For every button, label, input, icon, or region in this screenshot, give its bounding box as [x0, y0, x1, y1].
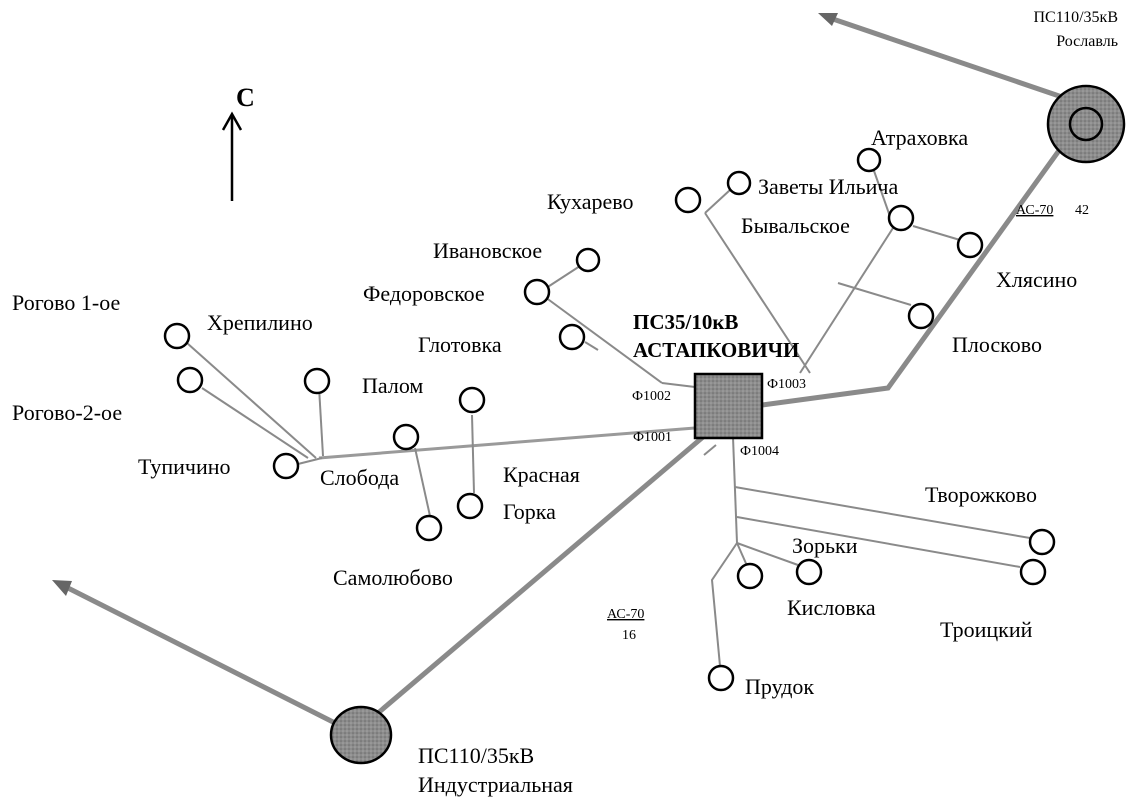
- node-tvorozhkovo[interactable]: [1028, 528, 1056, 556]
- north-label: С: [236, 83, 255, 112]
- label-palom: Палом: [362, 373, 423, 398]
- arrow-to-roslavl-icon: [818, 13, 838, 26]
- feeder-label-f1003: Ф1003: [767, 377, 806, 392]
- node-samolyubovo[interactable]: [415, 514, 443, 542]
- label-atrakhovka: Атраховка: [871, 125, 968, 150]
- main-substation[interactable]: [693, 372, 764, 440]
- node-kislovka[interactable]: [736, 562, 764, 590]
- label-gorka: Горка: [503, 499, 556, 524]
- node-kukharevo[interactable]: [674, 186, 702, 214]
- branch-glotovka: [584, 341, 599, 351]
- node-ploskovo[interactable]: [907, 302, 935, 330]
- feeder-line-f1002: [544, 296, 663, 384]
- feeder-line-f1004: [732, 436, 738, 544]
- industrial-label-line2: Индустриальная: [418, 772, 573, 797]
- node-krasnaya-gorka[interactable]: [456, 492, 484, 520]
- node-troitsky[interactable]: [1019, 558, 1047, 586]
- substation-icon: [693, 372, 764, 440]
- cable-sw-length: 16: [622, 628, 636, 643]
- industrial-label-line1: ПС110/35кВ: [418, 743, 534, 768]
- branch-tupichino: [297, 457, 323, 465]
- node-zavety[interactable]: [726, 170, 752, 196]
- label-fedorovskoe: Федоровское: [363, 281, 485, 306]
- trunk-line-northeast: [761, 143, 1066, 408]
- branch-kukharevo: [704, 212, 811, 374]
- feeder-line-f1002-end: [661, 382, 696, 388]
- node-rogovo2[interactable]: [176, 366, 204, 394]
- branch-krasnaya-gorka: [471, 414, 475, 494]
- node-sloboda-node[interactable]: [392, 423, 420, 451]
- roslavl-label-line1: ПС110/35кВ: [1033, 9, 1118, 26]
- substation-roslavl-icon: [1046, 84, 1126, 164]
- label-samolyubovo: Самолюбово: [333, 565, 453, 590]
- distribution-lines: [186, 167, 1031, 667]
- cable-sw-type: АС-70: [607, 607, 644, 622]
- line-to-roslavl: [829, 15, 1066, 101]
- roslavl-label-line2: Рославль: [1056, 33, 1118, 50]
- branch-zorki: [736, 542, 799, 566]
- label-rogovo2: Рогово-2-ое: [12, 400, 122, 425]
- node-fedorovskoe[interactable]: [523, 278, 551, 306]
- branch-samolyubovo: [414, 447, 431, 517]
- label-byvalskoe: Бывальское: [741, 213, 850, 238]
- node-palom[interactable]: [458, 386, 486, 414]
- village-nodes: [163, 147, 1056, 692]
- branch-zavety: [704, 189, 731, 214]
- label-kukharevo: Кухарево: [547, 189, 634, 214]
- node-tupichino[interactable]: [272, 452, 300, 480]
- branch-rogovo2: [201, 387, 309, 459]
- feeder-label-f1002: Ф1002: [632, 389, 671, 404]
- node-atrakhovka[interactable]: [856, 147, 882, 173]
- label-rogovo1: Рогово 1-ое: [12, 290, 120, 315]
- substation-name-line2: АСТАПКОВИЧИ: [633, 338, 799, 362]
- label-ivanovskoe: Ивановское: [433, 238, 542, 263]
- substation-industrial-icon: [329, 705, 393, 765]
- branch-rogovo1: [186, 342, 317, 459]
- line-to-industrial: [66, 585, 337, 726]
- trunk-lines: [52, 13, 1066, 732]
- north-arrow: С: [221, 83, 255, 201]
- label-tupichino: Тупичино: [138, 454, 231, 479]
- feeder-label-f1004: Ф1004: [740, 444, 779, 459]
- feeder-label-f1001: Ф1001: [633, 430, 672, 445]
- branch-ploskovo: [837, 282, 912, 306]
- node-glotovka[interactable]: [558, 323, 586, 351]
- node-rogovo1[interactable]: [163, 322, 191, 350]
- feeder-line-f1001: [318, 426, 696, 460]
- trunk-line-southwest: [356, 435, 705, 732]
- label-prudok: Прудок: [745, 674, 814, 699]
- node-khlyasino[interactable]: [956, 231, 984, 259]
- feeder-line-f1003: [799, 227, 894, 374]
- node-ivanovskoe[interactable]: [575, 247, 601, 273]
- node-zorki[interactable]: [795, 558, 823, 586]
- node-prudok[interactable]: [707, 664, 735, 692]
- branch-tvorozhkovo: [734, 486, 1031, 539]
- label-zorki: Зорьки: [792, 533, 858, 558]
- label-troitsky: Троицкий: [940, 617, 1033, 642]
- substation-roslavl[interactable]: [1046, 84, 1126, 164]
- label-glotovka: Глотовка: [418, 332, 502, 357]
- branch-prudok: [710, 542, 738, 667]
- branch-troitsky: [736, 516, 1021, 568]
- substation-name-line1: ПС35/10кВ: [633, 310, 738, 334]
- label-ploskovo: Плосково: [952, 332, 1042, 357]
- node-byvalskoe[interactable]: [887, 204, 915, 232]
- labels: ПС35/10кВ АСТАПКОВИЧИ Ф1002 Ф1001 Ф1003 …: [12, 9, 1118, 797]
- label-sloboda: Слобода: [320, 465, 399, 490]
- label-zavety: Заветы Ильича: [758, 174, 898, 199]
- label-khrepilino: Хрепилино: [207, 310, 313, 335]
- node-khrepilino[interactable]: [303, 367, 331, 395]
- cable-ne-type: АС-70: [1016, 203, 1053, 218]
- label-kislovka: Кисловка: [787, 595, 876, 620]
- label-krasnaya: Красная: [503, 462, 580, 487]
- cable-ne-length: 42: [1075, 203, 1089, 218]
- arrow-to-industrial-icon: [52, 580, 72, 596]
- branch-khrepilino: [318, 386, 324, 457]
- label-tvorozhkovo: Творожково: [925, 482, 1037, 507]
- branch-khlyasino: [912, 225, 961, 241]
- substation-industrial[interactable]: [329, 705, 393, 765]
- label-khlyasino: Хлясино: [996, 267, 1077, 292]
